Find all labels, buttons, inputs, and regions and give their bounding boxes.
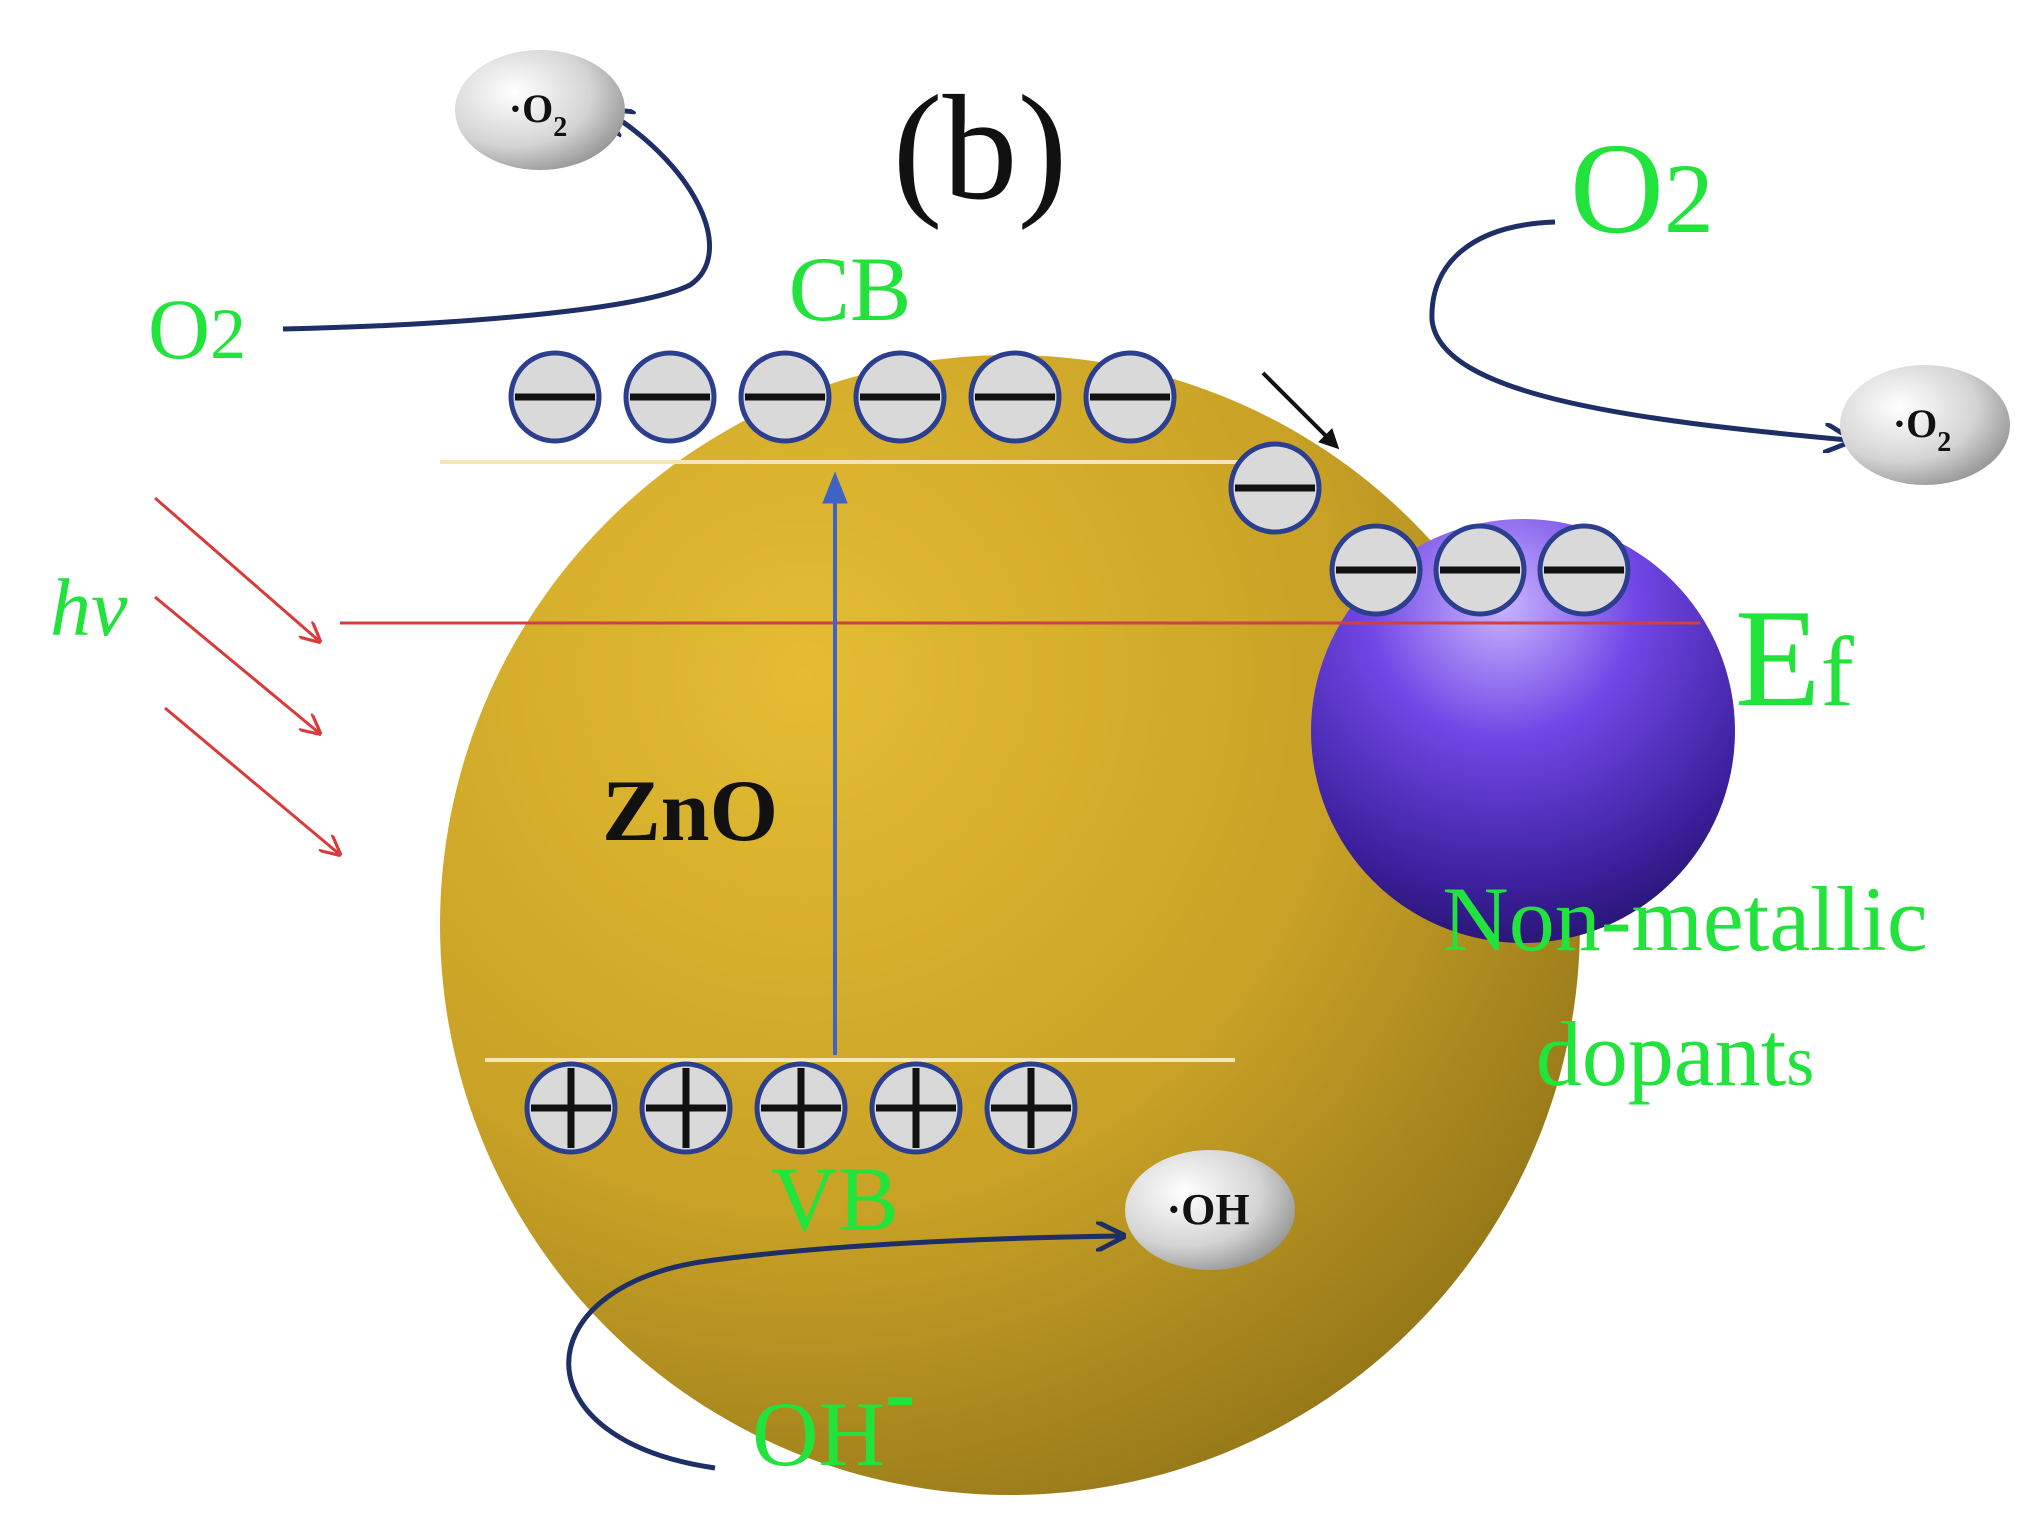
charge-carriers xyxy=(508,350,1631,1155)
light-ray xyxy=(154,595,318,732)
vb-hole xyxy=(639,1061,733,1155)
dopant-electron xyxy=(1433,523,1527,617)
cb-electron xyxy=(738,350,832,444)
oxygen-reduction-arrow-left xyxy=(282,112,712,332)
light-ray xyxy=(164,706,338,853)
dopant-particle xyxy=(1311,519,1735,943)
zno-particle xyxy=(440,355,1580,1495)
oxygen-label-right: O2 xyxy=(1570,117,1714,261)
hydroxide-oxidation-arrow xyxy=(566,1236,1120,1471)
superoxide-label-right: ·O2 xyxy=(1893,401,1951,458)
superoxide-label-left: ·O2 xyxy=(509,86,567,143)
vb-label: VB xyxy=(771,1148,899,1250)
transfer-arrow xyxy=(1261,371,1340,450)
cb-electron xyxy=(968,350,1062,444)
light-ray xyxy=(154,496,318,640)
dopant-electron xyxy=(1329,523,1423,617)
zno-label: ZnO xyxy=(602,763,778,860)
transfer-electron xyxy=(1228,441,1322,535)
incident-light xyxy=(154,496,338,853)
cb-electron xyxy=(508,350,602,444)
cb-electron xyxy=(623,350,717,444)
light-label: hv xyxy=(50,562,128,653)
vb-hole xyxy=(984,1061,1078,1155)
hydroxide-label: OH- xyxy=(752,1341,916,1485)
superoxide-bubble-right xyxy=(1840,365,2010,485)
oxygen-reduction-arrow-right xyxy=(1429,219,1848,440)
fermi-level-label: Ef xyxy=(1735,581,1855,736)
vb-hole xyxy=(524,1061,618,1155)
vb-hole xyxy=(754,1061,848,1155)
cb-electron xyxy=(1083,350,1177,444)
vb-hole xyxy=(869,1061,963,1155)
cb-electron xyxy=(853,350,947,444)
cb-label: CB xyxy=(789,238,912,340)
hydroxyl-bubble xyxy=(1125,1150,1295,1270)
superoxide-bubble-left xyxy=(455,50,625,170)
dopant-label-line2: dopants xyxy=(1536,1003,1814,1105)
dopant-electron xyxy=(1537,523,1631,617)
panel-label: (b) xyxy=(893,65,1068,231)
hydroxyl-radical-label: ·OH xyxy=(1166,1185,1249,1234)
oxygen-label-left: O2 xyxy=(148,281,246,377)
dopant-label-line1: Non-metallic xyxy=(1442,868,1927,970)
